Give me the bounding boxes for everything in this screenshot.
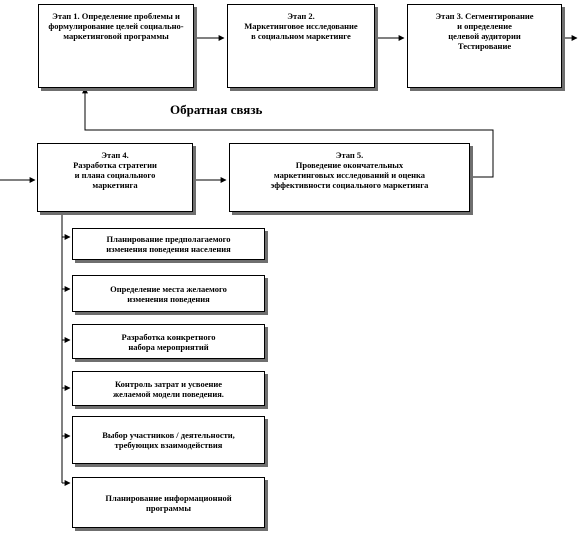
substep-2-box: Определение места желаемого изменения по…	[72, 275, 265, 312]
substep-1-text: Планирование предполагаемого изменения п…	[106, 234, 231, 254]
stage-3-text: Этап 3. Сегментирование и определение це…	[435, 11, 534, 51]
substep-1-box: Планирование предполагаемого изменения п…	[72, 228, 265, 260]
feedback-label: Обратная связь	[170, 102, 263, 117]
stage-2-box: Этап 2. Маркетинговое исследование в соц…	[227, 4, 375, 88]
substep-5-box: Выбор участников / деятельности, требующ…	[72, 416, 265, 464]
substep-4-text: Контроль затрат и усвоение желаемой моде…	[113, 378, 224, 399]
stage-3-box: Этап 3. Сегментирование и определение це…	[407, 4, 562, 88]
substep-5-text: Выбор участников / деятельности, требующ…	[102, 430, 235, 450]
substep-6-box: Планирование информационной программы	[72, 477, 265, 528]
stage-2-text: Этап 2. Маркетинговое исследование в соц…	[244, 11, 358, 41]
stage-1-box: Этап 1. Определение проблемы и формулиро…	[38, 4, 194, 88]
substep-4-box: Контроль затрат и усвоение желаемой моде…	[72, 371, 265, 406]
substep-6-text: Планирование информационной программы	[105, 492, 232, 513]
stage-5-text: Этап 5. Проведение окончательных маркети…	[270, 150, 429, 190]
stage-4-text: Этап 4. Разработка стратегии и плана соц…	[73, 150, 157, 190]
substep-3-text: Разработка конкретного набора мероприяти…	[121, 331, 216, 352]
stage-4-box: Этап 4. Разработка стратегии и плана соц…	[37, 143, 193, 212]
feedback-loop-line	[82, 87, 494, 178]
stage-5-box: Этап 5. Проведение окончательных маркети…	[229, 143, 470, 212]
stage-1-text: Этап 1. Определение проблемы и формулиро…	[48, 11, 184, 41]
substep-2-text: Определение места желаемого изменения по…	[110, 283, 227, 304]
substep-3-box: Разработка конкретного набора мероприяти…	[72, 324, 265, 359]
